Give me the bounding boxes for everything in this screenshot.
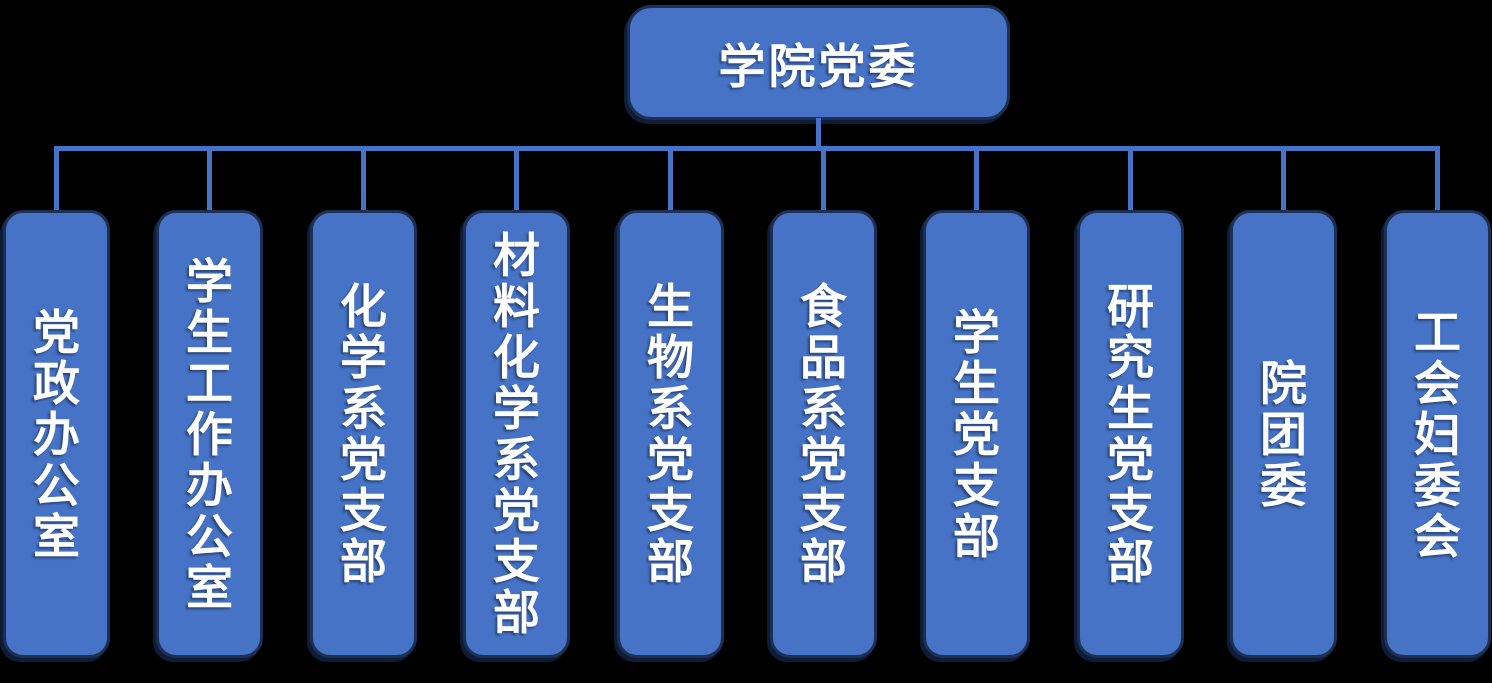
org-node-biology-branch: 生 物 系 党 支 部 <box>617 210 724 658</box>
connector-root-stub <box>816 118 821 150</box>
org-node-label: 学 生 党 支 部 <box>953 305 1000 563</box>
org-node-label: 化 学 系 党 支 部 <box>340 280 387 588</box>
connector-drop-5 <box>668 146 673 212</box>
org-node-root: 学院党委 <box>627 5 1010 120</box>
connector-drop-9 <box>1281 146 1286 212</box>
org-node-label: 食 品 系 党 支 部 <box>800 280 847 588</box>
org-node-student-affairs-office: 学 生 工 作 办 公 室 <box>156 210 263 658</box>
connector-drop-1 <box>54 146 59 212</box>
org-node-label: 院 团 委 <box>1260 356 1307 512</box>
org-node-label: 工 会 妇 委 会 <box>1414 305 1461 563</box>
connector-horizontal-rail <box>54 146 1440 151</box>
org-node-student-branch: 学 生 党 支 部 <box>923 210 1030 658</box>
org-node-youth-league: 院 团 委 <box>1230 210 1337 658</box>
org-node-graduate-branch: 研 究 生 党 支 部 <box>1077 210 1184 658</box>
org-node-food-branch: 食 品 系 党 支 部 <box>770 210 877 658</box>
connector-drop-3 <box>361 146 366 212</box>
org-node-label: 研 究 生 党 支 部 <box>1107 280 1154 588</box>
org-node-chemistry-branch: 化 学 系 党 支 部 <box>310 210 417 658</box>
org-node-label: 党 政 办 公 室 <box>33 305 80 563</box>
connector-drop-7 <box>974 146 979 212</box>
connector-drop-2 <box>207 146 212 212</box>
connector-drop-4 <box>514 146 519 212</box>
org-node-union-womens-committee: 工 会 妇 委 会 <box>1384 210 1491 658</box>
org-node-materials-chemistry-branch: 材 料 化 学 系 党 支 部 <box>463 210 570 658</box>
connector-drop-6 <box>821 146 826 212</box>
org-node-label: 生 物 系 党 支 部 <box>647 280 694 588</box>
connector-drop-10 <box>1435 146 1440 212</box>
org-node-party-gov-office: 党 政 办 公 室 <box>3 210 110 658</box>
org-node-label: 学 生 工 作 办 公 室 <box>186 254 233 614</box>
org-node-label: 材 料 化 学 系 党 支 部 <box>493 229 540 639</box>
org-node-root-label: 学院党委 <box>718 40 919 93</box>
connector-drop-8 <box>1128 146 1133 212</box>
